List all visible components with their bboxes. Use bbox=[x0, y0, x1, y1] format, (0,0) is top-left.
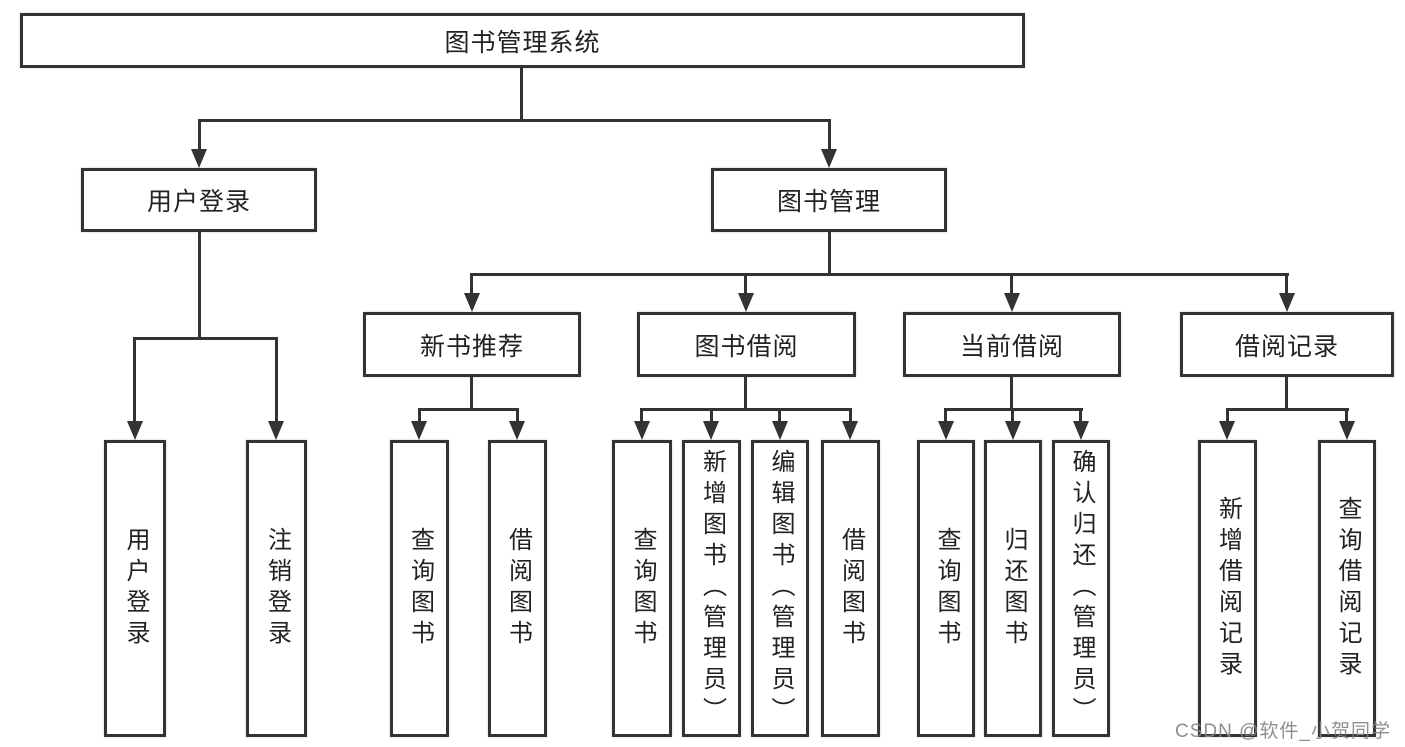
leaf-current-query-books: 查询图书 bbox=[917, 440, 975, 737]
connector-vline bbox=[944, 408, 947, 421]
node-label: 图书管理 bbox=[776, 188, 881, 216]
connector-vline bbox=[198, 119, 201, 150]
leaf-recommend-query-books: 查询图书 bbox=[390, 440, 449, 737]
node-label: 编辑图书（管理员） bbox=[767, 449, 794, 728]
node-library-system: 图书管理系统 bbox=[20, 13, 1025, 68]
arrowhead-down bbox=[738, 293, 754, 312]
connector-vline bbox=[1226, 408, 1229, 421]
node-new-book-recommendation: 新书推荐 bbox=[363, 312, 581, 377]
leaf-recommend-borrow-books: 借阅图书 bbox=[488, 440, 547, 737]
node-user-login: 用户登录 bbox=[81, 168, 317, 232]
arrowhead-down bbox=[268, 421, 284, 440]
arrowhead-down bbox=[191, 149, 207, 168]
arrowhead-down bbox=[1279, 293, 1295, 312]
connector-hline bbox=[640, 408, 852, 411]
arrowhead-down bbox=[464, 293, 480, 312]
arrowhead-down bbox=[842, 421, 858, 440]
arrowhead-down bbox=[1004, 293, 1020, 312]
node-label: 图书借阅 bbox=[694, 332, 799, 361]
connector-vline bbox=[1285, 273, 1288, 293]
arrowhead-down bbox=[127, 421, 143, 440]
node-book-borrowing: 图书借阅 bbox=[637, 312, 856, 377]
connector-vline bbox=[828, 232, 831, 273]
node-label: 用户登录 bbox=[122, 526, 149, 651]
node-label: 借阅图书 bbox=[837, 526, 865, 651]
connector-vline bbox=[744, 377, 747, 408]
connector-vline bbox=[1079, 408, 1082, 421]
connector-vline bbox=[1285, 377, 1288, 408]
leaf-user-login: 用户登录 bbox=[104, 440, 166, 737]
node-label: 借阅图书 bbox=[504, 526, 532, 651]
connector-vline bbox=[828, 119, 831, 150]
node-label: 当前借阅 bbox=[959, 332, 1064, 361]
arrowhead-down bbox=[1219, 421, 1235, 440]
connector-vline bbox=[275, 337, 278, 421]
node-label: 用户登录 bbox=[146, 188, 251, 216]
leaf-borrowing-edit-book-admin: 编辑图书（管理员） bbox=[751, 440, 809, 737]
arrowhead-down bbox=[1339, 421, 1355, 440]
connector-vline bbox=[516, 408, 519, 421]
watermark: CSDN @软件_小贺同学 bbox=[1175, 721, 1391, 742]
connector-vline bbox=[470, 273, 473, 293]
arrowhead-down bbox=[411, 421, 427, 440]
connector-hline bbox=[1226, 408, 1349, 411]
arrowhead-down bbox=[1073, 421, 1089, 440]
connector-vline bbox=[710, 408, 713, 421]
arrowhead-down bbox=[634, 421, 650, 440]
node-label: 新增图书（管理员） bbox=[698, 449, 726, 728]
connector-vline bbox=[849, 408, 852, 421]
connector-hline bbox=[198, 119, 831, 122]
arrowhead-down bbox=[1005, 421, 1021, 440]
connector-vline bbox=[470, 377, 473, 408]
node-book-management: 图书管理 bbox=[711, 168, 947, 232]
node-label: 查询图书 bbox=[933, 526, 960, 651]
node-label: 图书管理系统 bbox=[444, 28, 601, 57]
connector-vline bbox=[640, 408, 643, 421]
node-label: 查询图书 bbox=[406, 526, 434, 651]
node-label: 确认归还（管理员） bbox=[1068, 449, 1095, 728]
leaf-records-add-borrow-record: 新增借阅记录 bbox=[1198, 440, 1257, 737]
arrowhead-down bbox=[938, 421, 954, 440]
arrowhead-down bbox=[821, 149, 837, 168]
node-current-borrowing: 当前借阅 bbox=[903, 312, 1121, 377]
leaf-current-return-books: 归还图书 bbox=[984, 440, 1042, 737]
leaf-records-query-borrow-record: 查询借阅记录 bbox=[1318, 440, 1376, 737]
arrowhead-down bbox=[772, 421, 788, 440]
leaf-current-confirm-return-admin: 确认归还（管理员） bbox=[1052, 440, 1110, 737]
connector-vline bbox=[133, 337, 136, 421]
leaf-borrowing-add-book-admin: 新增图书（管理员） bbox=[682, 440, 741, 737]
node-label: 归还图书 bbox=[1000, 526, 1027, 651]
connector-vline bbox=[198, 232, 201, 337]
connector-vline bbox=[1011, 408, 1014, 421]
node-label: 借阅记录 bbox=[1234, 332, 1339, 361]
connector-hline bbox=[471, 273, 1289, 276]
node-label: 新增借阅记录 bbox=[1214, 495, 1242, 682]
connector-hline bbox=[418, 408, 519, 411]
node-label: 查询借阅记录 bbox=[1334, 495, 1361, 682]
leaf-borrowing-borrow-books: 借阅图书 bbox=[821, 440, 880, 737]
arrowhead-down bbox=[703, 421, 719, 440]
connector-hline bbox=[133, 337, 278, 340]
node-label: 注销登录 bbox=[263, 526, 291, 651]
connector-vline bbox=[744, 273, 747, 293]
node-label: 新书推荐 bbox=[419, 332, 524, 361]
node-label: 查询图书 bbox=[629, 526, 656, 651]
connector-vline bbox=[418, 408, 421, 421]
connector-vline bbox=[1345, 408, 1348, 421]
connector-vline bbox=[1010, 273, 1013, 293]
connector-vline bbox=[1010, 377, 1013, 408]
arrowhead-down bbox=[509, 421, 525, 440]
connector-vline bbox=[520, 68, 523, 119]
leaf-logout: 注销登录 bbox=[246, 440, 307, 737]
connector-vline bbox=[778, 408, 781, 421]
node-borrowing-records: 借阅记录 bbox=[1180, 312, 1394, 377]
leaf-borrowing-query-books: 查询图书 bbox=[612, 440, 672, 737]
